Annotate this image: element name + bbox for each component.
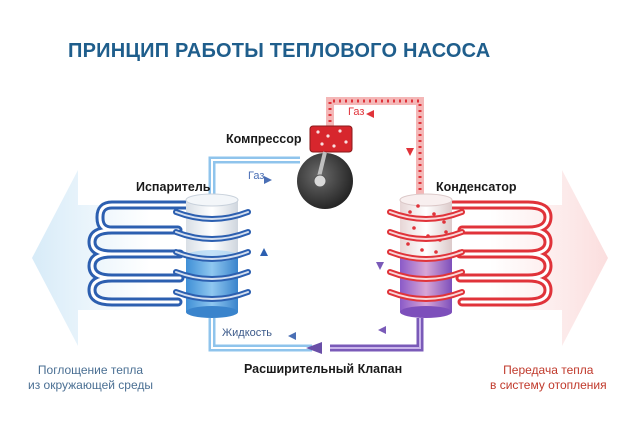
condenser [387,193,465,318]
expansion-valve-icon [306,342,322,354]
condenser-label: Конденсатор [436,180,517,194]
flow-arrow-icon [376,262,384,270]
heat-absorption-caption: Поглощение тепла из окружающей среды [28,363,153,393]
gas-label-left: Газ [248,170,265,182]
liquid-label: Жидкость [222,327,273,339]
heat-absorption-caption-line1: Поглощение тепла [37,363,144,377]
compressor-icon [297,125,353,209]
flow-arrow-icon [378,326,386,334]
flow-arrow-icon [366,110,374,118]
flow-arrow-icon [288,332,296,340]
expansion-valve-label: Расширительный Клапан [244,362,403,376]
heat-transfer-caption-line1: Передача тепла [503,363,594,377]
heat-transfer-caption-line2: в систему отопления [490,378,607,392]
evaporator [173,193,251,318]
flow-arrow-icon [260,248,268,256]
evaporator-label: Испаритель [136,180,211,194]
page-title: ПРИНЦИП РАБОТЫ ТЕПЛОВОГО НАСОСА [68,40,491,62]
flow-arrow-icon [264,176,272,184]
heat-transfer-caption: Передача тепла в систему отопления [490,363,607,393]
gas-label-right: Газ [348,106,365,118]
pipe-liquid-to-valve [330,318,424,352]
heat-absorption-caption-line2: из окружающей среды [28,378,153,392]
compressor-label: Компрессор [226,132,302,146]
flow-arrow-icon [406,148,414,156]
